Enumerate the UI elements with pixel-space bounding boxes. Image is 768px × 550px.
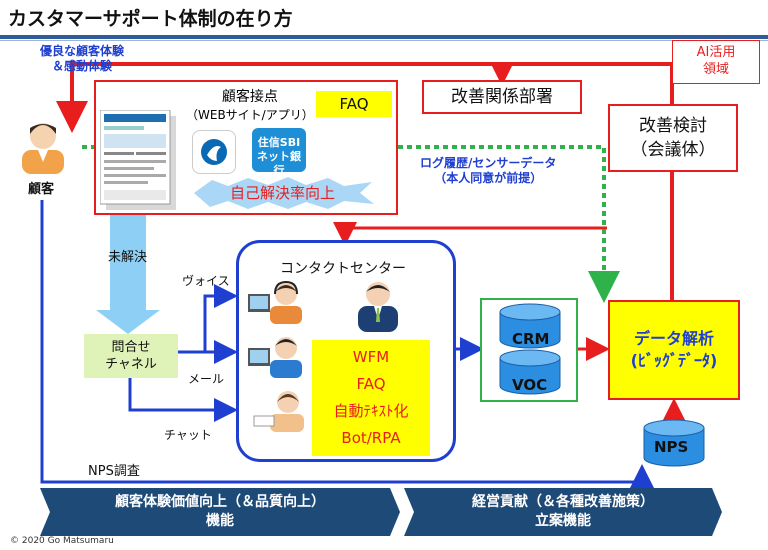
bank-logo-icon: 住信SBI ネット銀行 — [252, 128, 306, 177]
contact-center-title: コンタクトセンター — [280, 261, 406, 277]
review-line-2: （会議体） — [630, 140, 716, 160]
inquiry-line-1: 問合せ — [111, 340, 151, 355]
self-solve-text: 自己解決率向上 — [230, 184, 336, 202]
tool-bot-rpa: Bot/RPA — [341, 429, 401, 447]
channel-voice-label: ヴォイス — [182, 274, 230, 288]
self-solve-burst-icon — [194, 177, 374, 209]
improvement-review-box: 改善検討 （会議体） — [608, 104, 738, 172]
data-analysis-line-1: データ解析 — [633, 329, 714, 348]
banner-right-line-1: 経営貢献（＆各種改善施策） — [472, 494, 654, 510]
bank-logo-line-1: 住信SBI — [257, 136, 301, 149]
nps-label: NPS — [654, 438, 689, 456]
operator-mail-icon — [248, 337, 302, 378]
data-analysis-text: データ解析 (ﾋﾞｯｸﾞﾃﾞｰﾀ) — [608, 328, 740, 372]
log-note-line-2: （本人同意が前提） — [434, 171, 543, 185]
data-analysis-line-2: (ﾋﾞｯｸﾞﾃﾞｰﾀ) — [630, 351, 718, 370]
operator-headset-icon — [248, 280, 302, 324]
ai-area-line-2: 領域 — [702, 62, 729, 77]
voc-label: VOC — [512, 376, 548, 394]
header-rule — [0, 35, 768, 39]
bottom-banners-bg — [40, 488, 722, 536]
banner-left: 顧客体験価値向上（＆品質向上） 機能 — [50, 493, 390, 531]
customer-person-icon — [22, 123, 64, 174]
blue-channel-chat — [128, 376, 238, 422]
red-to-contact — [333, 222, 607, 246]
log-note: ログ履歴/センサーデータ （本人同意が前提） — [420, 156, 556, 186]
channel-chat-label: チャット — [164, 428, 212, 442]
nps-cylinder-icon — [643, 419, 705, 467]
tool-wfm: WFM — [352, 348, 390, 366]
inquiry-channel-box: 問合せ チャネル — [84, 334, 178, 378]
banner-right-line-2: 立案機能 — [535, 513, 591, 529]
tool-faq: FAQ — [356, 375, 386, 393]
page-title: カスタマーサポート体制の在り方 — [8, 8, 293, 30]
contact-tools-box — [312, 340, 430, 456]
banner-left-line-2: 機能 — [206, 513, 234, 529]
touchpoint-subtitle: （WEBサイト/アプリ） — [186, 108, 314, 122]
cx-line-2: ＆感動体験 — [52, 59, 113, 73]
touchpoint-heading: 顧客接点 （WEBサイト/アプリ） — [186, 88, 314, 124]
unresolved-arrow — [96, 212, 160, 334]
data-analysis-box — [608, 300, 740, 400]
tool-auto-text: 自動ﾃｷｽﾄ化 — [333, 402, 409, 420]
blue-customer-nps — [40, 200, 654, 488]
blue-channel-voice — [203, 284, 238, 352]
contact-tools-list: WFM FAQ 自動ﾃｷｽﾄ化 Bot/RPA — [312, 344, 430, 452]
ai-area-box: AI活用 領域 — [672, 40, 760, 84]
red-loop-top — [56, 62, 674, 302]
cx-line-1: 優良な顧客体験 — [40, 44, 125, 58]
inquiry-line-2: チャネル — [105, 357, 157, 372]
bank-logo-line-2: ネット銀行 — [257, 150, 301, 177]
bank-app-mark-icon — [201, 139, 227, 165]
database-cylinders-icon — [499, 303, 561, 395]
banner-left-line-1: 顧客体験価値向上（＆品質向上） — [115, 494, 325, 510]
customer-label: 顧客 — [28, 182, 55, 197]
ai-area-line-1: AI活用 — [696, 45, 736, 60]
header-rule-thin — [0, 40, 768, 41]
banner-right: 経営貢献（＆各種改善施策） 立案機能 — [414, 493, 712, 531]
improvement-dept-box: 改善関係部署 — [422, 80, 582, 114]
touchpoint-title: 顧客接点 — [221, 89, 278, 105]
review-line-1: 改善検討 — [639, 116, 707, 136]
copyright: © 2020 Go Matsumaru — [10, 536, 114, 546]
supervisor-person-icon — [358, 282, 398, 332]
touchpoint-faq-badge: FAQ — [316, 91, 392, 117]
nps-survey-label: NPS調査 — [88, 464, 140, 479]
bank-app-icon — [192, 130, 236, 174]
unresolved-label: 未解決 — [108, 250, 148, 265]
customer-experience-note: 優良な顧客体験 ＆感動体験 — [40, 44, 124, 74]
operator-chat-icon — [253, 391, 304, 432]
website-thumbnail-icon — [100, 110, 176, 210]
crm-label: CRM — [512, 330, 550, 348]
log-note-line-1: ログ履歴/センサーデータ — [420, 156, 557, 170]
channel-mail-label: メール — [188, 372, 225, 386]
